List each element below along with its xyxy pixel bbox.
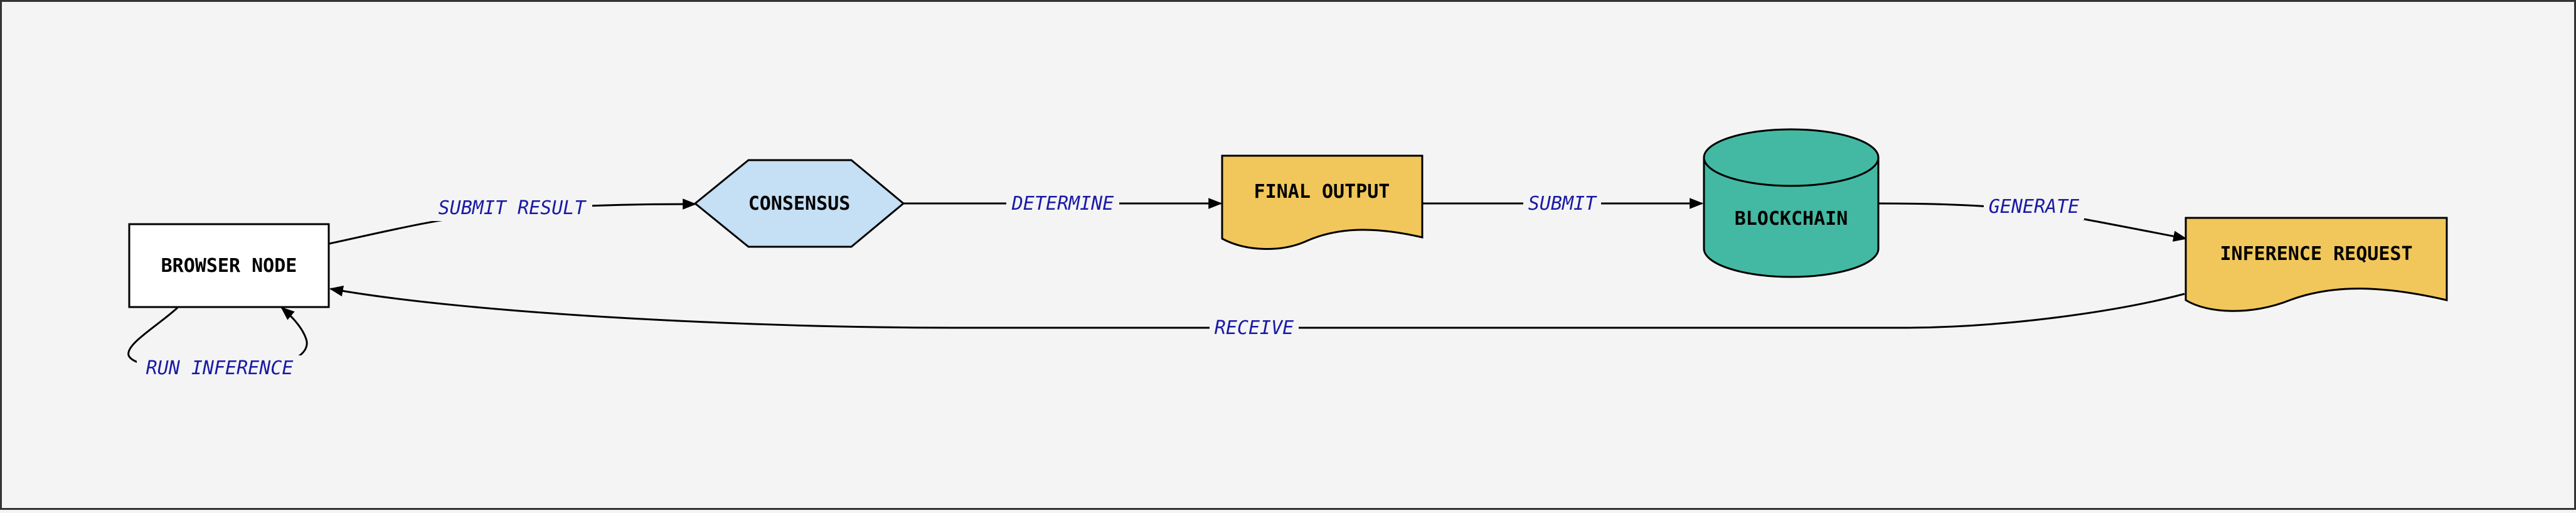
edge-label-run-inference: RUN INFERENCE bbox=[146, 357, 294, 379]
node-consensus[interactable]: CONSENSUS bbox=[693, 159, 905, 248]
consensus-hexagon bbox=[693, 159, 905, 248]
node-inference-request[interactable]: INFERENCE REQUEST bbox=[2185, 217, 2448, 312]
edge-label-bg-receive bbox=[1210, 315, 1299, 340]
blockchain-cylinder-body bbox=[1703, 158, 1880, 278]
edge-label-bg-run-inference bbox=[137, 355, 302, 381]
edge-label-bg-generate bbox=[1984, 195, 2084, 220]
blockchain-label: BLOCKCHAIN bbox=[1735, 208, 1848, 230]
final-output-document bbox=[1221, 154, 1424, 250]
edge-label-determine: DETERMINE bbox=[1011, 193, 1114, 215]
edge-label-generate: GENERATE bbox=[1989, 196, 2080, 218]
node-blockchain[interactable]: BLOCKCHAIN bbox=[1703, 128, 1880, 278]
node-final-output[interactable]: FINAL OUTPUT bbox=[1221, 154, 1424, 250]
consensus-label: CONSENSUS bbox=[748, 193, 851, 215]
inference-request-label: INFERENCE REQUEST bbox=[2220, 243, 2412, 265]
browser-node-label: BROWSER NODE bbox=[161, 255, 297, 277]
final-output-label: FINAL OUTPUT bbox=[1254, 181, 1390, 203]
node-browser-node[interactable]: BROWSER NODE bbox=[128, 223, 330, 308]
edge-label-bg-determine bbox=[1006, 191, 1119, 216]
inference-request-document bbox=[2185, 217, 2448, 312]
edge-receive bbox=[329, 285, 2185, 329]
edge-label-submit-result: SUBMIT RESULT bbox=[439, 197, 587, 219]
edge-label-bg-submit bbox=[1523, 191, 1601, 216]
edge-label-submit: SUBMIT bbox=[1528, 193, 1597, 215]
edge-label-receive: RECEIVE bbox=[1215, 317, 1294, 339]
edge-label-bg-submit-result bbox=[432, 196, 592, 221]
browser-node-box bbox=[128, 223, 330, 308]
blockchain-cylinder-top bbox=[1703, 128, 1880, 187]
